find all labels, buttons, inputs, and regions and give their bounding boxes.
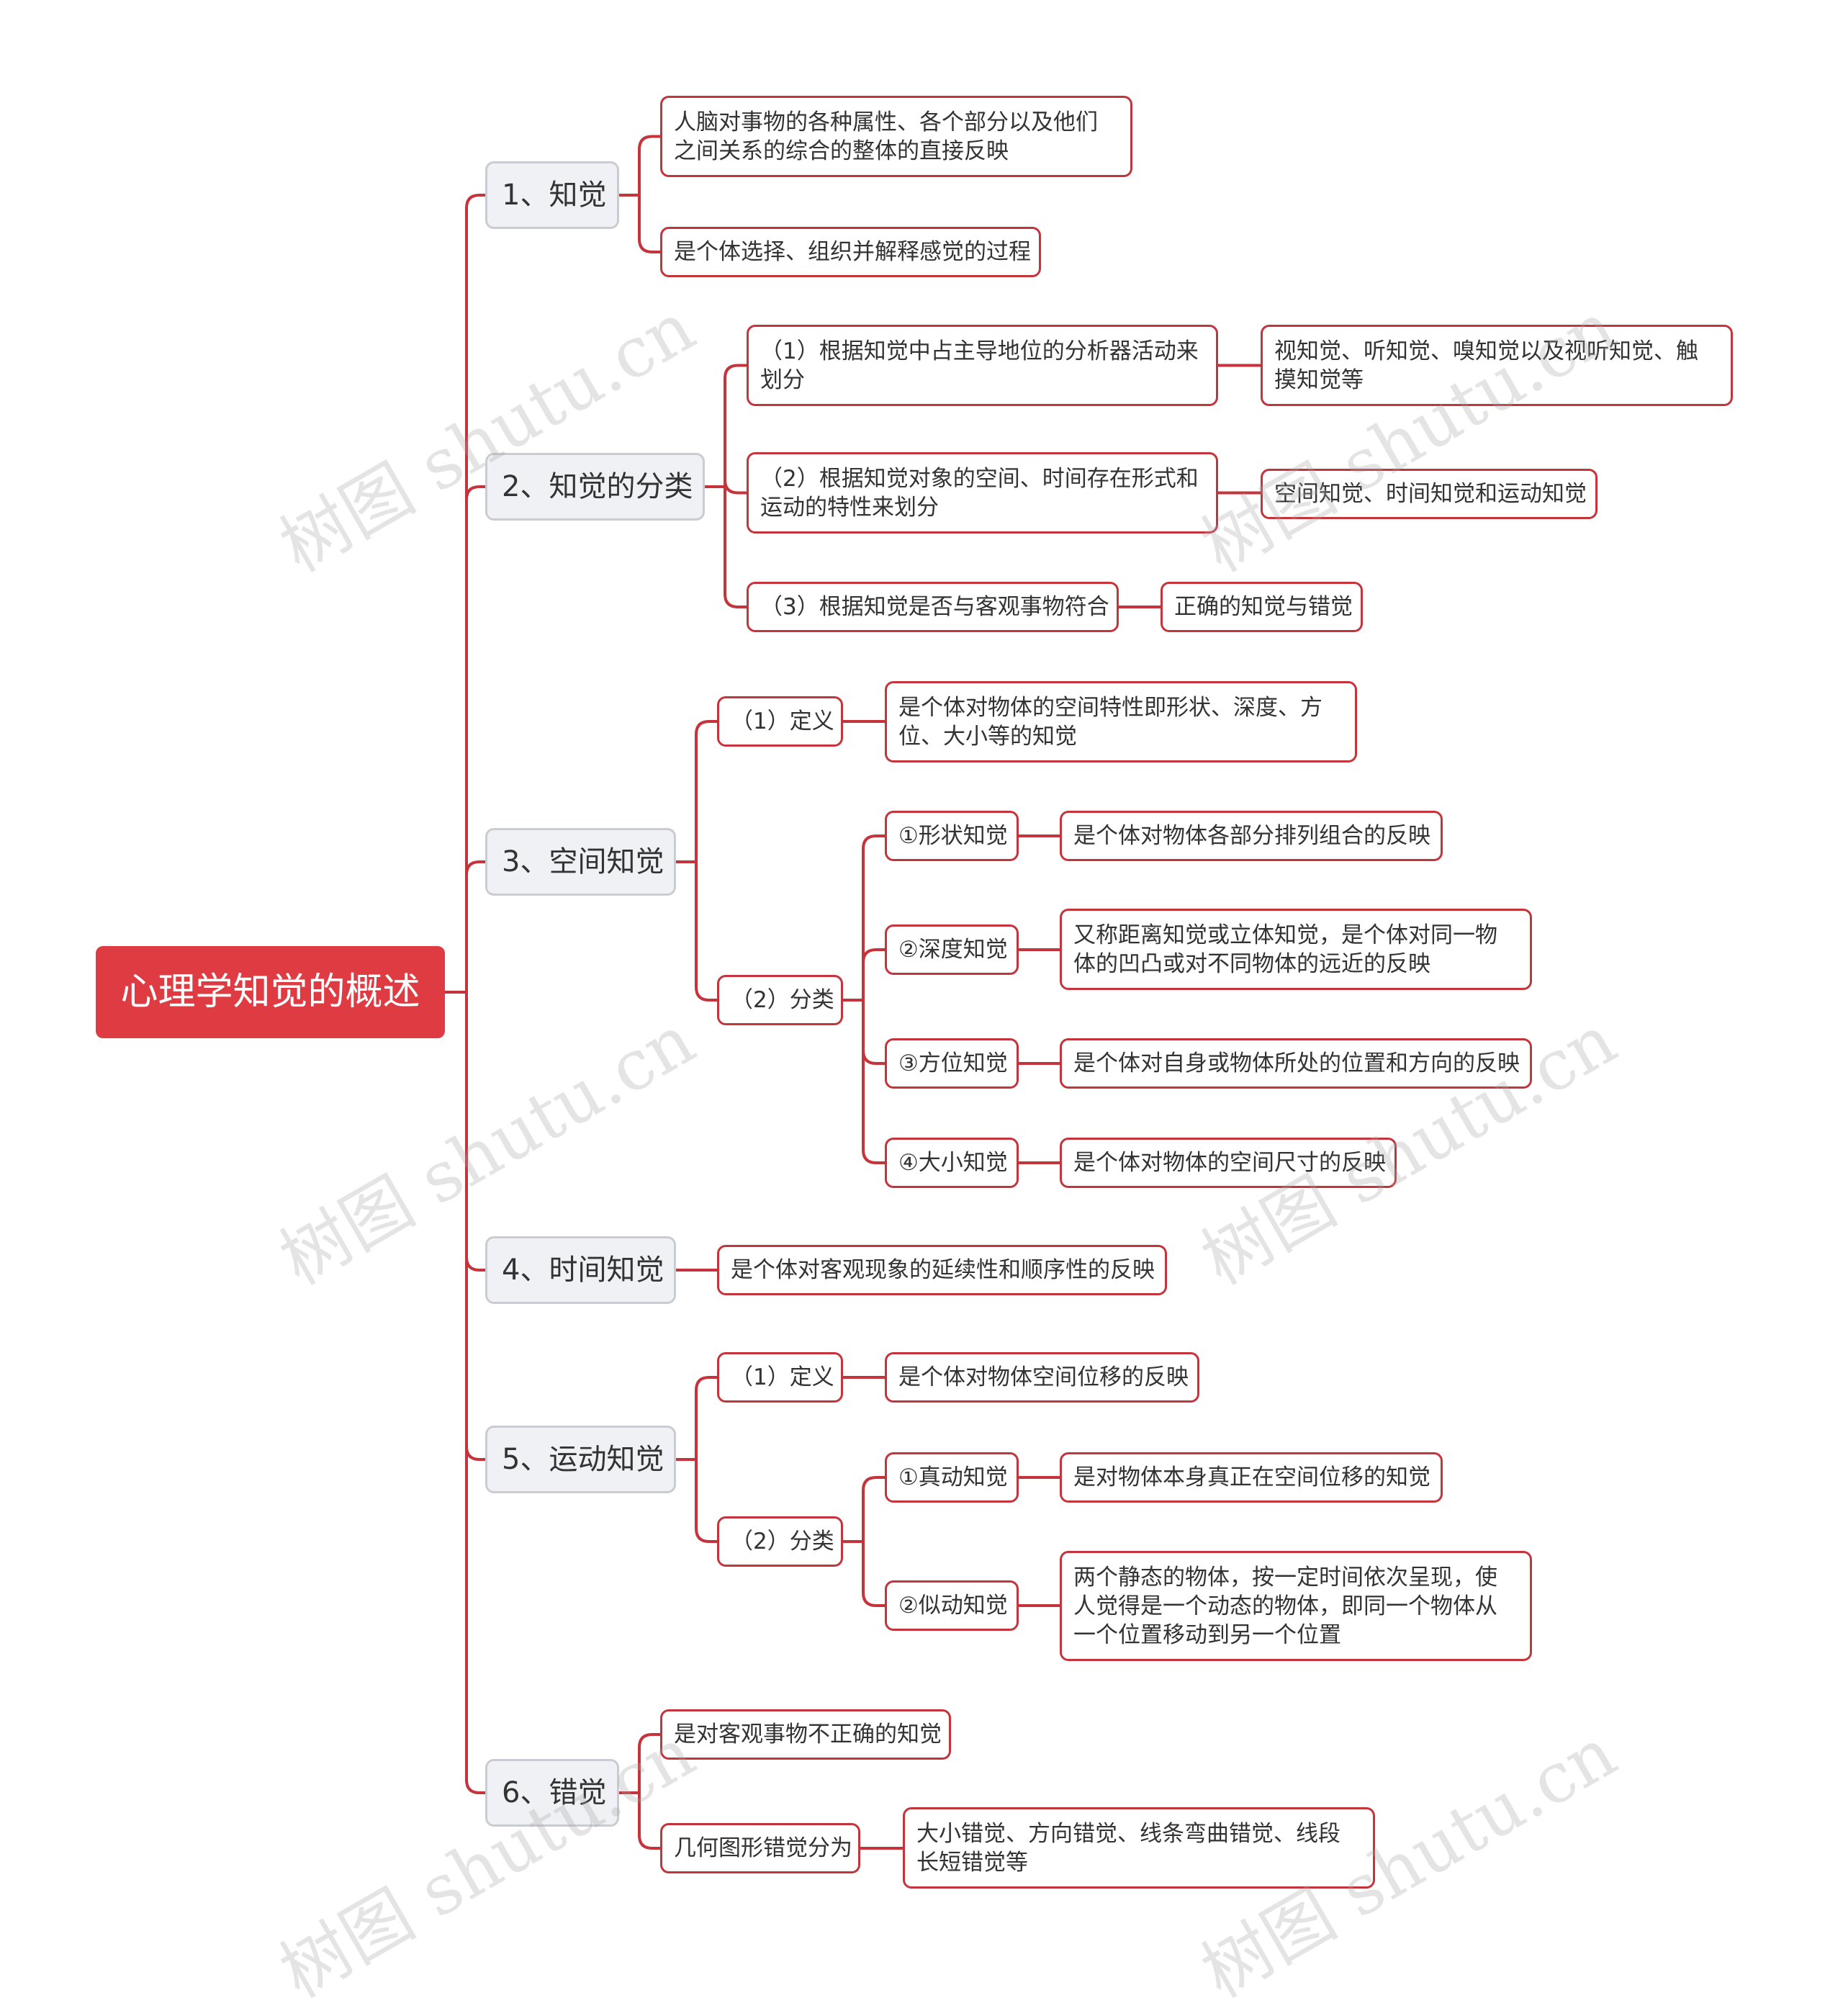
branch-5-apparent-motion-detail[interactable]: 两个静态的物体，按一定时间依次呈现，使人觉得是一个动态的物体，即同一个物体从一个… [1060, 1551, 1532, 1661]
branch-2-classification[interactable]: 2、知觉的分类 [485, 453, 705, 521]
connector-line [695, 1376, 717, 1459]
branch-3-depth-detail[interactable]: 又称距离知觉或立体知觉，是个体对同一物体的凹凸或对不同物体的远近的反映 [1060, 909, 1532, 990]
connector-line [465, 992, 485, 1794]
branch-4-temporal[interactable]: 4、时间知觉 [485, 1236, 676, 1304]
connector-line [695, 862, 717, 1002]
connector-line [695, 720, 717, 862]
branch-5-real-motion-detail[interactable]: 是对物体本身真正在空间位移的知觉 [1060, 1452, 1443, 1503]
connector-line [862, 1000, 885, 1164]
branch-3-spatial[interactable]: 3、空间知觉 [485, 828, 676, 896]
branch-3-size[interactable]: ④大小知觉 [885, 1138, 1019, 1188]
branch-2-item-3[interactable]: （3）根据知觉是否与客观事物符合 [747, 582, 1119, 632]
branch-5-definition[interactable]: （1）定义 [717, 1352, 843, 1403]
root-topic[interactable]: 心理学知觉的概述 [96, 946, 445, 1038]
branch-3-size-detail[interactable]: 是个体对物体的空间尺寸的反映 [1060, 1138, 1397, 1188]
branch-3-categories[interactable]: （2）分类 [717, 975, 843, 1025]
connector-line [862, 1000, 885, 1065]
branch-2-item-1-detail[interactable]: 视知觉、听知觉、嗅知觉以及视听知觉、触摸知觉等 [1261, 325, 1733, 406]
branch-5-apparent-motion[interactable]: ②似动知觉 [885, 1580, 1019, 1631]
connector-line [695, 1459, 717, 1543]
branch-1-perception[interactable]: 1、知觉 [485, 161, 619, 229]
branch-3-definition[interactable]: （1）定义 [717, 696, 843, 747]
connector-line [638, 1733, 660, 1793]
connector-line [724, 480, 747, 495]
branch-5-motion[interactable]: 5、运动知觉 [485, 1426, 676, 1493]
connector-line [862, 834, 885, 1000]
branch-2-item-3-detail[interactable]: 正确的知觉与错觉 [1161, 582, 1363, 632]
branch-6-item-2[interactable]: 几何图形错觉分为 [660, 1823, 860, 1873]
connector-line [465, 860, 485, 992]
connector-line [465, 485, 485, 992]
connector-line [465, 992, 485, 1272]
branch-3-shape-detail[interactable]: 是个体对物体各部分排列组合的反映 [1060, 811, 1443, 861]
connector-line [638, 1793, 660, 1850]
branch-6-item-2-detail[interactable]: 大小错觉、方向错觉、线条弯曲错觉、线段长短错觉等 [903, 1807, 1375, 1889]
branch-3-direction[interactable]: ③方位知觉 [885, 1038, 1019, 1089]
branch-4-item-1[interactable]: 是个体对客观现象的延续性和顺序性的反映 [717, 1245, 1167, 1295]
connector-line [638, 195, 660, 253]
connector-line [724, 364, 747, 487]
branch-3-shape[interactable]: ①形状知觉 [885, 811, 1019, 861]
connector-line [465, 194, 485, 992]
branch-3-definition-detail[interactable]: 是个体对物体的空间特性即形状、深度、方位、大小等的知觉 [885, 681, 1357, 762]
connector-line [638, 135, 660, 195]
branch-6-item-1[interactable]: 是对客观事物不正确的知觉 [660, 1709, 951, 1760]
branch-5-definition-detail[interactable]: 是个体对物体空间位移的反映 [885, 1352, 1199, 1403]
branch-2-item-2[interactable]: （2）根据知觉对象的空间、时间存在形式和运动的特性来划分 [747, 452, 1218, 534]
branch-2-item-1[interactable]: （1）根据知觉中占主导地位的分析器活动来划分 [747, 325, 1218, 406]
branch-5-real-motion[interactable]: ①真动知觉 [885, 1452, 1019, 1503]
connector-line [862, 948, 885, 1000]
branch-1-item-2[interactable]: 是个体选择、组织并解释感觉的过程 [660, 227, 1041, 277]
branch-5-categories[interactable]: （2）分类 [717, 1516, 843, 1567]
connector-line [724, 487, 747, 608]
connector-line [862, 1476, 885, 1542]
branch-6-illusion[interactable]: 6、错觉 [485, 1759, 619, 1827]
branch-1-item-1[interactable]: 人脑对事物的各种属性、各个部分以及他们之间关系的综合的整体的直接反映 [660, 96, 1132, 177]
branch-2-item-2-detail[interactable]: 空间知觉、时间知觉和运动知觉 [1261, 469, 1598, 519]
branch-3-direction-detail[interactable]: 是个体对自身或物体所处的位置和方向的反映 [1060, 1038, 1532, 1089]
branch-3-depth[interactable]: ②深度知觉 [885, 924, 1019, 975]
connector-line [862, 1542, 885, 1607]
connector-line [465, 992, 485, 1461]
